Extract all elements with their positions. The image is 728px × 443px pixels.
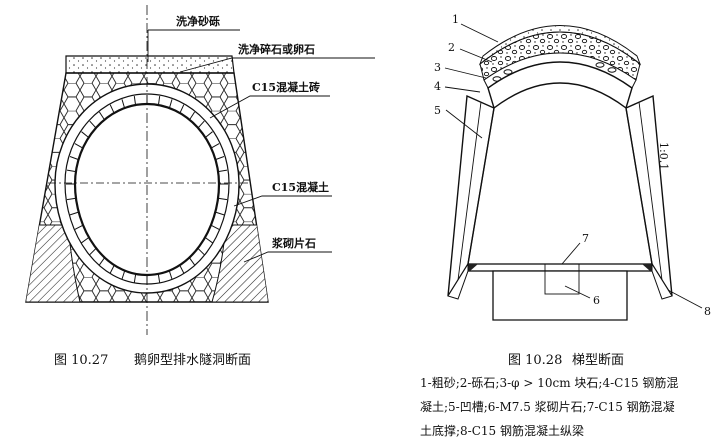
- brick-joint: [74, 143, 84, 149]
- brick-joint: [81, 131, 90, 138]
- brick-joint: [197, 120, 205, 129]
- brick-joint: [210, 224, 220, 230]
- brick-joint: [98, 257, 106, 266]
- brick-joint: [179, 104, 185, 114]
- leader-c15-concrete: [233, 195, 332, 207]
- rc-longitudinal-beam-left: [447, 262, 469, 300]
- caption-number-right: 图 10.28: [508, 353, 562, 368]
- brick-joint: [218, 197, 228, 201]
- brick-joint: [133, 273, 137, 283]
- brick-joint: [188, 111, 196, 121]
- callout-1: 1: [452, 13, 459, 26]
- brick-joint: [204, 237, 213, 244]
- brick-joint: [121, 99, 126, 110]
- brick-joint: [74, 224, 84, 230]
- callout-4: 4: [434, 80, 441, 93]
- callout-6: 6: [593, 294, 600, 307]
- brick-joint: [218, 169, 228, 173]
- brick-joint: [121, 270, 126, 280]
- callout-2: 2: [448, 41, 455, 54]
- brick-joint: [89, 247, 97, 256]
- leader-c15-brick: [209, 95, 330, 119]
- brick-joint: [210, 143, 220, 149]
- brick-joint: [188, 257, 196, 266]
- leader-2: [459, 48, 493, 63]
- brick-joint: [215, 156, 225, 161]
- leader-1: [460, 23, 499, 43]
- brick-joint: [204, 131, 213, 138]
- brick-joint: [81, 237, 90, 244]
- legend-line-1: 1-粗砂;2-砾石;3-φ > 10cm 块石;4-C15 钢筋混: [420, 375, 678, 390]
- label-sand-gravel: 洗净砂砾: [176, 14, 220, 28]
- brick-joint: [66, 169, 76, 173]
- brick-joint: [157, 273, 161, 283]
- brick-joint: [66, 197, 76, 201]
- rc-bottom-strut: [467, 263, 653, 272]
- rc-longitudinal-beam-right: [651, 262, 673, 300]
- label-masonry: 浆砌片石: [272, 236, 316, 250]
- brick-joint: [69, 211, 79, 216]
- brick-joint: [109, 104, 115, 114]
- brick-joint: [89, 120, 97, 129]
- label-c15-brick: C15混凝土砖: [252, 80, 320, 94]
- brick-joint: [109, 264, 115, 274]
- caption-number-left: 图 10.27: [54, 353, 108, 368]
- label-c15-concrete: C15混凝土: [272, 180, 329, 194]
- leader-6: [564, 285, 591, 299]
- brick-joint: [197, 247, 205, 256]
- leader-crushed-stone: [179, 57, 375, 73]
- callout-3: 3: [434, 61, 441, 74]
- brick-joint: [179, 264, 185, 274]
- slope-label: 1:0.1: [657, 142, 670, 170]
- legend-line-2: 凝土;5-凹槽;6-M7.5 浆砌片石;7-C15 钢筋混凝: [420, 399, 675, 414]
- egg-tunnel-section: 洗净砂砾 洗净碎石或卵石 C15混凝土砖 C15混凝土 浆砌片石 图 10.27…: [25, 5, 375, 368]
- callout-5: 5: [434, 104, 441, 117]
- brick-joint: [157, 96, 161, 107]
- trapezoid-section: 1 2 3 4 5 6 7 8 1:0.1 图 10.28 梯型断面 1-粗砂;…: [420, 13, 711, 438]
- caption-title-left: 鹅卵型排水隧洞断面: [134, 352, 251, 368]
- caption-title-right: 梯型断面: [572, 353, 624, 368]
- brick-joint: [133, 96, 137, 107]
- brick-joint: [168, 99, 173, 110]
- masonry-foundation: [492, 270, 628, 321]
- brick-joint: [98, 111, 106, 121]
- brick-joint: [215, 211, 225, 216]
- leader-8: [667, 289, 703, 309]
- leader-3: [444, 67, 487, 79]
- brick-joint: [168, 270, 173, 280]
- leader-5: [445, 109, 483, 139]
- callout-7: 7: [582, 232, 589, 245]
- callout-8: 8: [704, 305, 711, 318]
- leader-4: [444, 86, 481, 93]
- coarse-sand-layer: [478, 25, 642, 66]
- brick-joint: [69, 156, 79, 161]
- leader-masonry: [243, 251, 332, 263]
- legend-line-3: 土底撑;8-C15 钢筋混凝土纵梁: [420, 423, 584, 438]
- label-crushed-stone: 洗净碎石或卵石: [238, 42, 315, 56]
- leader-7: [561, 242, 581, 265]
